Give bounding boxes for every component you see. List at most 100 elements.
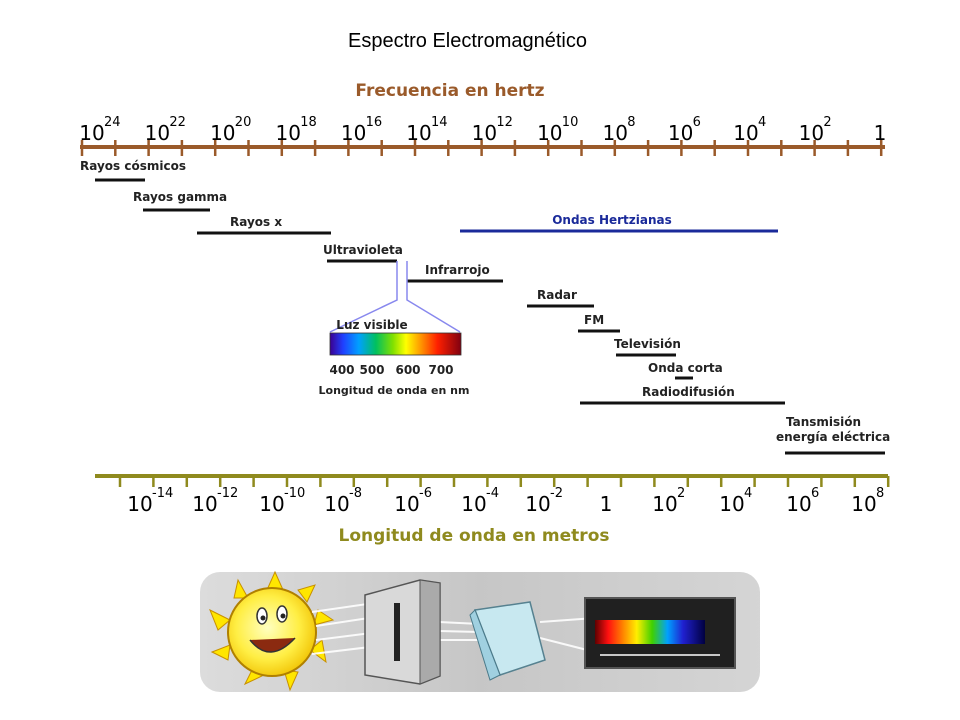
frequency-axis (80, 140, 885, 156)
wavelength-label-base: 10 (394, 492, 419, 516)
wavelength-label-base: 10 (192, 492, 217, 516)
wavelength-label-exponent: -8 (349, 486, 362, 501)
wavelength-label-base: 10 (324, 492, 349, 516)
frequency-label-exponent: 2 (823, 115, 831, 130)
wavelength-label-base: 10 (652, 492, 677, 516)
wavelength-label-exponent: 6 (811, 486, 819, 501)
wavelength-label: 10-14 (127, 486, 173, 516)
band-label: Televisión (614, 337, 681, 351)
wavelength-label-base: 10 (461, 492, 486, 516)
wavelength-label: 10-12 (192, 486, 238, 516)
frequency-label-base: 10 (733, 121, 758, 145)
wavelength-label-base: 10 (851, 492, 876, 516)
visible-light-bar (329, 332, 462, 356)
frequency-label-exponent: 22 (169, 115, 186, 130)
frequency-label-base: 10 (406, 121, 431, 145)
band-label: Tansmisión (786, 415, 861, 429)
frequency-label-exponent: 16 (366, 115, 383, 130)
frequency-label-exponent: 6 (693, 115, 701, 130)
visible-light-title: Luz visible (336, 318, 407, 332)
band-9: Onda corta (648, 361, 723, 380)
wavelength-label-base: 10 (525, 492, 550, 516)
frequency-label-base: 10 (537, 121, 562, 145)
band-label: Radar (537, 288, 577, 302)
wavelength-label-exponent: -4 (486, 486, 499, 501)
wavelength-label: 1 (600, 492, 613, 516)
sun-icon (209, 570, 335, 692)
band-0: Rayos cósmicos (80, 159, 186, 182)
band-6: Radar (527, 288, 594, 308)
band-label: Radiodifusión (642, 385, 735, 399)
frequency-label-base: 10 (79, 121, 104, 145)
wavelength-label: 10-4 (461, 486, 499, 516)
band-7: FM (578, 313, 620, 333)
frequency-label-base: 10 (799, 121, 824, 145)
frequency-label-base: 10 (472, 121, 497, 145)
band-label: Rayos x (230, 215, 282, 229)
page-title: Espectro Electromagnético (347, 30, 587, 52)
wavelength-label-exponent: -12 (217, 486, 238, 501)
band-8: Televisión (614, 337, 681, 357)
wavelength-axis (95, 474, 890, 487)
band-label: Onda corta (648, 361, 723, 375)
wavelength-axis-title: Longitud de onda en metros (339, 526, 610, 546)
frequency-label-exponent: 20 (235, 115, 252, 130)
frequency-label-exponent: 10 (562, 115, 579, 130)
frequency-label-exponent: 14 (431, 115, 448, 130)
wavelength-label-base: 10 (719, 492, 744, 516)
band-2: Rayos x (197, 215, 331, 235)
band-label-line2: energía eléctrica (776, 430, 890, 444)
wavelength-label: 10-2 (525, 486, 563, 516)
frequency-label-exponent: 12 (496, 115, 513, 130)
wavelength-label: 10-10 (259, 486, 305, 516)
frequency-label-exponent: 4 (758, 115, 766, 130)
prism-illustration (200, 570, 760, 692)
wavelength-label-exponent: 8 (876, 486, 884, 501)
wavelength-label-base: 10 (259, 492, 284, 516)
frequency-label-base: 10 (210, 121, 235, 145)
prism-icon (469, 601, 546, 681)
wavelength-label: 10-6 (394, 486, 432, 516)
visible-connector (329, 261, 398, 333)
wavelength-label-exponent: -6 (419, 486, 432, 501)
wavelength-label-exponent: -14 (152, 486, 173, 501)
visible-light-tick: 400 (329, 363, 354, 377)
visible-connector (406, 261, 461, 333)
frequency-label: 1 (874, 121, 887, 145)
spectrum-screen (584, 597, 736, 669)
band-10: Radiodifusión (580, 385, 785, 405)
frequency-label-exponent: 8 (627, 115, 635, 130)
band-4: Infrarrojo (407, 263, 503, 283)
wavelength-label-base: 10 (786, 492, 811, 516)
wavelength-label-exponent: 4 (744, 486, 752, 501)
band-label: Ondas Hertzianas (552, 213, 672, 227)
frequency-label-base: 1 (874, 121, 887, 145)
band-3: Ultravioleta (323, 243, 403, 263)
slit-screen (364, 579, 441, 685)
wavelength-label-exponent: 2 (677, 486, 685, 501)
wavelength-label: 10-8 (324, 486, 362, 516)
band-label: Infrarrojo (425, 263, 490, 277)
wavelength-label-exponent: -10 (284, 486, 305, 501)
visible-light-tick: 500 (359, 363, 384, 377)
band-1: Rayos gamma (133, 190, 227, 212)
visible-light-tick: 600 (395, 363, 420, 377)
